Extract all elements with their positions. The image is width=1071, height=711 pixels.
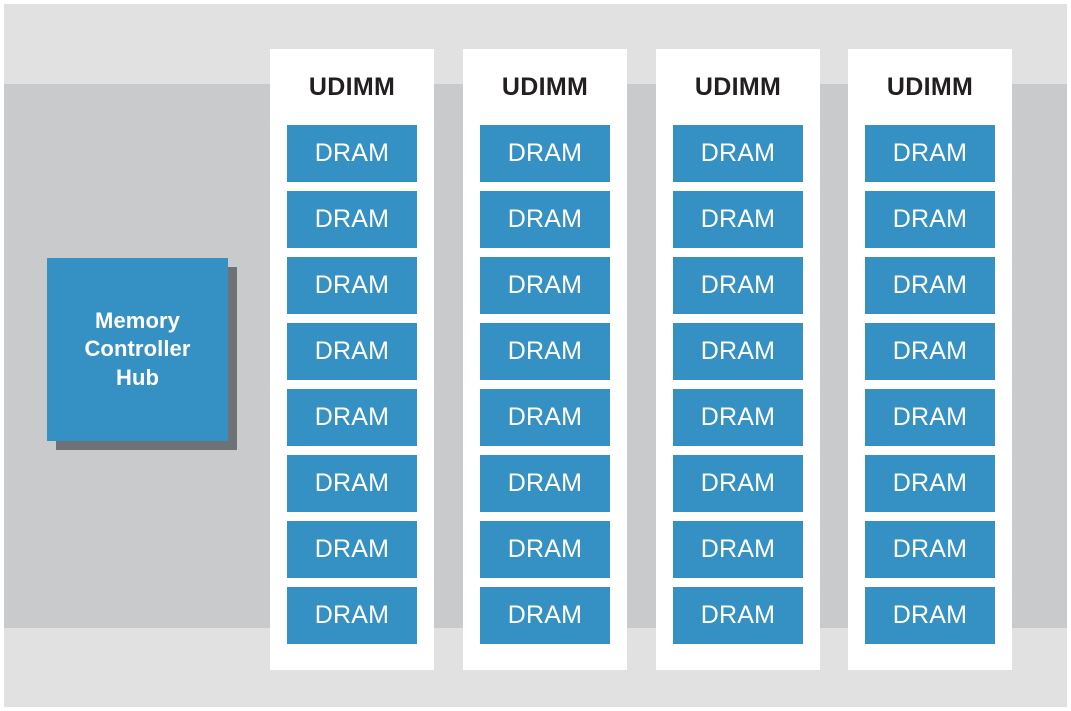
dram-chip-label: DRAM xyxy=(507,271,583,299)
dram-chip: DRAM xyxy=(480,389,610,446)
dram-chip-label: DRAM xyxy=(314,601,390,629)
dram-chip-label: DRAM xyxy=(892,403,968,431)
dram-chip: DRAM xyxy=(865,125,995,182)
dram-chip-label: DRAM xyxy=(700,403,776,431)
dram-chip-label: DRAM xyxy=(700,337,776,365)
dram-chip-label: DRAM xyxy=(700,139,776,167)
udimm-module-1: UDIMM DRAM DRAM DRAM DRAM DRAM DRAM DRAM DRAM xyxy=(270,49,434,670)
dram-chip: DRAM xyxy=(480,125,610,182)
dram-chip: DRAM xyxy=(865,191,995,248)
dram-chip-label: DRAM xyxy=(314,139,390,167)
udimm-module-2: UDIMM DRAM DRAM DRAM DRAM DRAM DRAM DRAM DRAM xyxy=(463,49,627,670)
dram-chip-stack: DRAM DRAM DRAM DRAM DRAM DRAM DRAM DRAM xyxy=(865,125,995,653)
dram-chip-label: DRAM xyxy=(507,205,583,233)
dram-chip: DRAM xyxy=(287,389,417,446)
udimm-module-title: UDIMM xyxy=(694,73,782,101)
dram-chip-label: DRAM xyxy=(700,271,776,299)
udimm-module-title: UDIMM xyxy=(886,73,974,101)
dram-chip: DRAM xyxy=(673,191,803,248)
dram-chip-label: DRAM xyxy=(892,601,968,629)
dram-chip: DRAM xyxy=(673,587,803,644)
dram-chip-label: DRAM xyxy=(892,205,968,233)
dram-chip-label: DRAM xyxy=(507,601,583,629)
dram-chip: DRAM xyxy=(287,455,417,512)
dram-chip: DRAM xyxy=(865,257,995,314)
dram-chip: DRAM xyxy=(480,521,610,578)
dram-chip-label: DRAM xyxy=(314,271,390,299)
dram-chip: DRAM xyxy=(480,257,610,314)
dram-chip: DRAM xyxy=(287,587,417,644)
dram-chip-label: DRAM xyxy=(507,469,583,497)
dram-chip-label: DRAM xyxy=(700,535,776,563)
dram-chip: DRAM xyxy=(865,389,995,446)
dram-chip: DRAM xyxy=(673,257,803,314)
dram-chip-label: DRAM xyxy=(700,601,776,629)
dram-chip-label: DRAM xyxy=(314,535,390,563)
dram-chip-label: DRAM xyxy=(314,469,390,497)
dram-chip: DRAM xyxy=(480,455,610,512)
dram-chip: DRAM xyxy=(865,521,995,578)
dram-chip: DRAM xyxy=(673,323,803,380)
dram-chip: DRAM xyxy=(480,587,610,644)
dram-chip-label: DRAM xyxy=(700,205,776,233)
dram-chip: DRAM xyxy=(865,587,995,644)
dram-chip-label: DRAM xyxy=(892,337,968,365)
dram-chip: DRAM xyxy=(287,257,417,314)
udimm-module-3: UDIMM DRAM DRAM DRAM DRAM DRAM DRAM DRAM DRAM xyxy=(656,49,820,670)
dram-chip: DRAM xyxy=(865,455,995,512)
dram-chip-stack: DRAM DRAM DRAM DRAM DRAM DRAM DRAM DRAM xyxy=(287,125,417,653)
dram-chip-label: DRAM xyxy=(892,469,968,497)
udimm-module-4: UDIMM DRAM DRAM DRAM DRAM DRAM DRAM DRAM DRAM xyxy=(848,49,1012,670)
dram-chip: DRAM xyxy=(287,521,417,578)
memory-controller-hub-label: Memory Controller Hub xyxy=(84,307,191,390)
dram-chip: DRAM xyxy=(287,323,417,380)
dram-chip-label: DRAM xyxy=(700,469,776,497)
dram-chip-label: DRAM xyxy=(892,271,968,299)
udimm-module-title: UDIMM xyxy=(308,73,396,101)
dram-chip-label: DRAM xyxy=(314,337,390,365)
dram-chip-label: DRAM xyxy=(314,403,390,431)
dram-chip-label: DRAM xyxy=(507,139,583,167)
dram-chip-stack: DRAM DRAM DRAM DRAM DRAM DRAM DRAM DRAM xyxy=(480,125,610,653)
dram-chip: DRAM xyxy=(673,521,803,578)
dram-chip: DRAM xyxy=(673,455,803,512)
dram-chip-label: DRAM xyxy=(507,535,583,563)
dram-chip-label: DRAM xyxy=(507,337,583,365)
dram-chip: DRAM xyxy=(480,191,610,248)
dram-chip: DRAM xyxy=(673,125,803,182)
dram-chip-label: DRAM xyxy=(507,403,583,431)
dram-chip: DRAM xyxy=(287,191,417,248)
udimm-module-title: UDIMM xyxy=(501,73,589,101)
dram-chip-stack: DRAM DRAM DRAM DRAM DRAM DRAM DRAM DRAM xyxy=(673,125,803,653)
dram-chip-label: DRAM xyxy=(314,205,390,233)
dram-chip: DRAM xyxy=(480,323,610,380)
dram-chip: DRAM xyxy=(287,125,417,182)
dram-chip: DRAM xyxy=(865,323,995,380)
dram-chip-label: DRAM xyxy=(892,535,968,563)
dram-chip-label: DRAM xyxy=(892,139,968,167)
dram-chip: DRAM xyxy=(673,389,803,446)
memory-controller-hub-block: Memory Controller Hub xyxy=(47,258,228,441)
